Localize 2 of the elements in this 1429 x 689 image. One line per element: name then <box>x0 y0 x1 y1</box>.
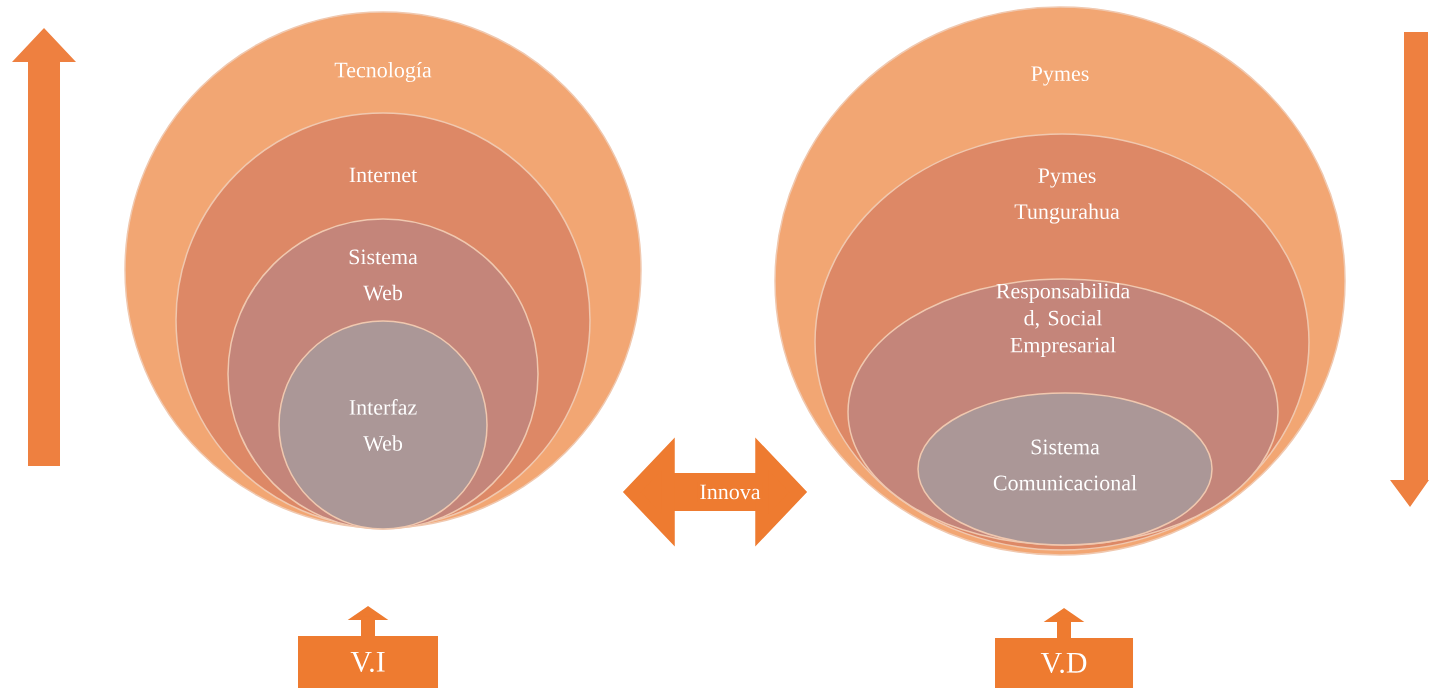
variable-box: V.I <box>298 636 438 688</box>
variable-box: V.D <box>995 638 1133 688</box>
